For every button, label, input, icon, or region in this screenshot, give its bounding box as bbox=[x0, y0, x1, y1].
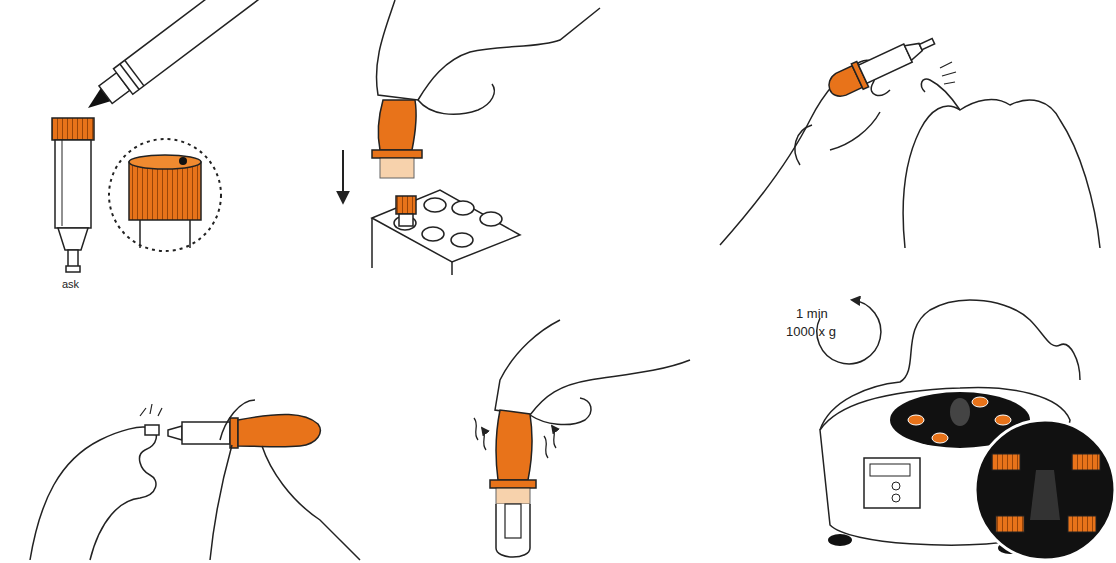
column-taper bbox=[58, 228, 88, 250]
rack-hole bbox=[451, 233, 473, 247]
column-bulb bbox=[378, 100, 416, 150]
column-cap bbox=[52, 118, 94, 140]
rotor-tube bbox=[995, 415, 1011, 425]
hand bbox=[376, 0, 600, 100]
magnifier-circle bbox=[975, 420, 1115, 560]
rotor-hub bbox=[950, 398, 970, 426]
bulb-flange bbox=[372, 150, 422, 158]
motion-arrow bbox=[544, 426, 556, 458]
motion-lines bbox=[940, 62, 956, 84]
column-cap bbox=[996, 516, 1024, 532]
right-hand bbox=[903, 100, 1100, 248]
bulb-flange bbox=[230, 418, 238, 448]
left-hand bbox=[720, 60, 890, 245]
column-top bbox=[380, 158, 414, 178]
cap-closeup bbox=[129, 162, 201, 220]
column-top bbox=[496, 488, 530, 504]
column-tip-end bbox=[66, 266, 80, 272]
motion-arrow bbox=[474, 418, 486, 450]
magnifier-circle bbox=[109, 139, 221, 251]
right-hand bbox=[210, 400, 360, 560]
column-taper bbox=[168, 426, 182, 440]
collection-tube bbox=[496, 504, 530, 557]
spin-column bbox=[55, 140, 91, 228]
column-cap bbox=[1068, 516, 1096, 532]
foot bbox=[828, 534, 852, 546]
finger bbox=[418, 84, 494, 114]
column-horizontal bbox=[824, 28, 940, 102]
column-wall bbox=[189, 220, 191, 248]
rack-hole bbox=[422, 227, 444, 241]
tube-rack bbox=[372, 190, 520, 262]
rotor-caps bbox=[992, 454, 1100, 532]
button bbox=[892, 482, 900, 490]
spin-setting: 1000 x g bbox=[786, 325, 836, 339]
down-arrow bbox=[342, 150, 344, 202]
marker-pen bbox=[78, 0, 268, 121]
display bbox=[870, 464, 910, 476]
column-bulb bbox=[496, 410, 532, 480]
control-panel bbox=[864, 458, 920, 508]
marker-dot bbox=[179, 157, 187, 165]
spin-column bbox=[399, 214, 413, 226]
column-cap bbox=[992, 454, 1020, 470]
finger bbox=[530, 398, 591, 425]
pen-body bbox=[114, 0, 269, 94]
rotor-tube bbox=[972, 397, 988, 407]
column-tip bbox=[919, 38, 934, 49]
rotor-tube bbox=[932, 433, 948, 443]
column-cap bbox=[396, 196, 416, 214]
spin-column bbox=[858, 44, 912, 83]
column-cap bbox=[1072, 454, 1100, 470]
rack-hole bbox=[424, 198, 446, 212]
hand bbox=[495, 320, 690, 415]
rack-hole bbox=[452, 201, 474, 215]
finger bbox=[921, 79, 960, 110]
cropped-text: ask bbox=[62, 278, 79, 290]
rotor-tube bbox=[908, 415, 924, 425]
column-edge bbox=[62, 140, 63, 226]
pen-stripe bbox=[125, 60, 144, 86]
rotor-hub bbox=[1030, 470, 1060, 520]
broken-tip bbox=[145, 425, 159, 435]
column-wall bbox=[139, 220, 141, 248]
cap-top bbox=[129, 155, 201, 169]
finger bbox=[795, 112, 880, 165]
rack-hole bbox=[480, 212, 502, 226]
spin-column bbox=[505, 504, 521, 538]
column-bulb bbox=[238, 414, 320, 446]
bulb-flange bbox=[490, 480, 536, 488]
left-hand bbox=[30, 427, 156, 560]
button bbox=[892, 494, 900, 502]
spin-setting: 1 min bbox=[796, 307, 828, 321]
snap-lines bbox=[140, 404, 162, 416]
